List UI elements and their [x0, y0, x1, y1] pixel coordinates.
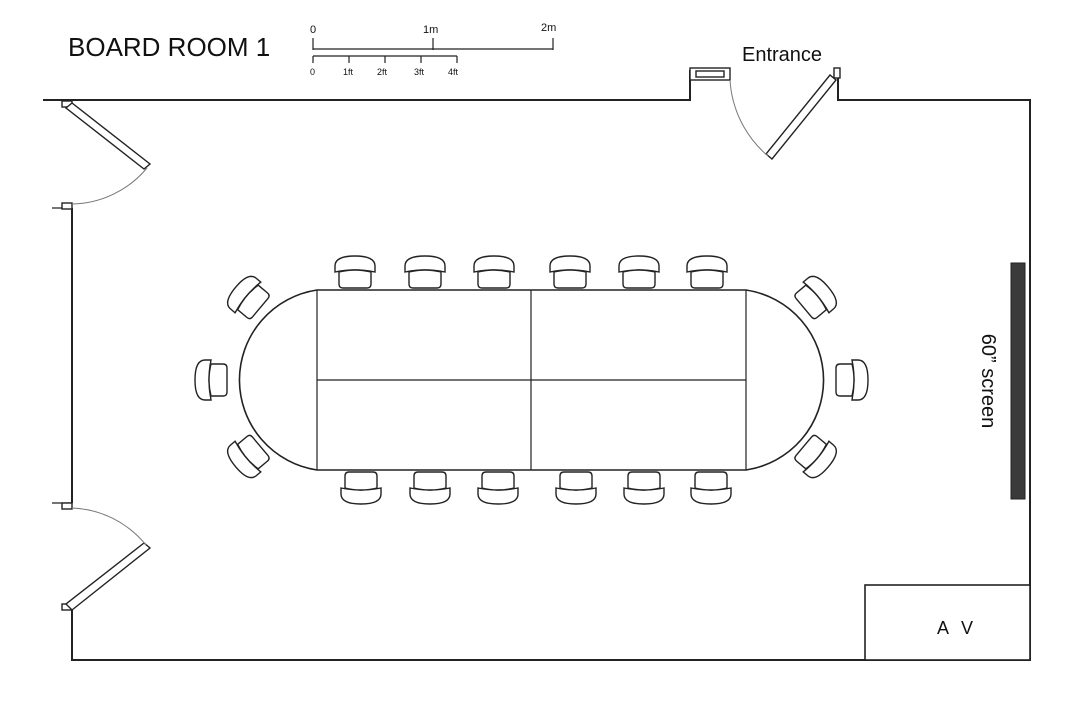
entrance-door: [689, 67, 841, 160]
screen-label: 60” screen: [977, 334, 999, 429]
room-title: BOARD ROOM 1: [68, 32, 270, 62]
scale-tick-1ft: 1ft: [343, 67, 354, 77]
chair: [555, 471, 597, 505]
chair: [334, 255, 376, 289]
chair: [549, 255, 591, 289]
scale-tick-3ft: 3ft: [414, 67, 425, 77]
scale-tick-1m: 1m: [423, 24, 438, 36]
left-top-door: [61, 100, 152, 210]
chair: [686, 255, 728, 289]
chair: [473, 255, 515, 289]
chair: [618, 255, 660, 289]
screen: [1010, 262, 1026, 500]
chair: [194, 359, 228, 401]
chair: [409, 471, 451, 505]
scale-bar: 0 1m 2m 0 1ft 2ft 3ft 4ft: [310, 22, 556, 77]
scale-tick-4ft: 4ft: [448, 67, 459, 77]
chair: [340, 471, 382, 505]
chair: [690, 471, 732, 505]
scale-tick-2ft: 2ft: [377, 67, 388, 77]
scale-tick-0m: 0: [310, 24, 316, 36]
chair: [477, 471, 519, 505]
chair: [790, 271, 842, 324]
chair: [623, 471, 665, 505]
conference-table: [238, 289, 825, 471]
av-label: A V: [937, 618, 977, 638]
left-bottom-door: [61, 502, 152, 611]
chair: [835, 359, 869, 401]
chair: [404, 255, 446, 289]
scale-tick-2m: 2m: [541, 22, 556, 34]
scale-tick-0ft: 0: [310, 67, 315, 77]
av-cabinet: [864, 584, 1031, 661]
entrance-label: Entrance: [742, 44, 822, 66]
